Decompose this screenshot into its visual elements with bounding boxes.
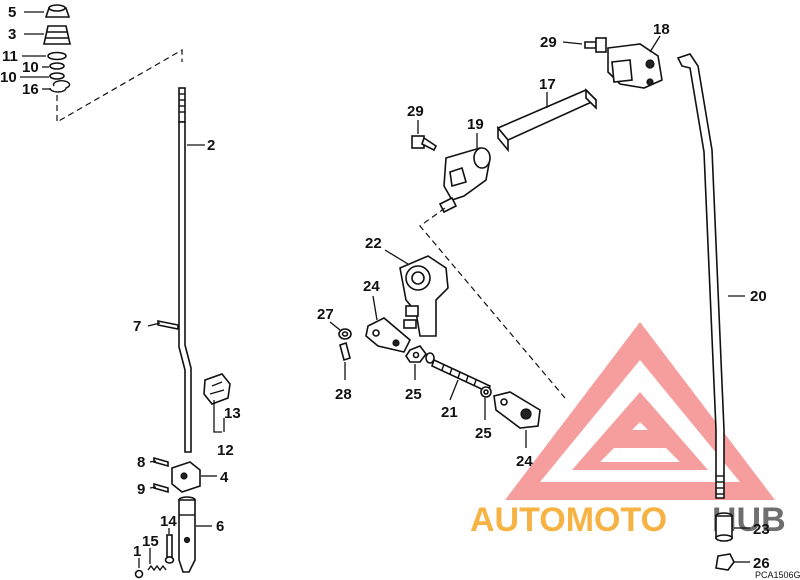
watermark-text-automoto: AUTOMOTO	[470, 501, 667, 539]
assembly-dash-upper-left	[56, 48, 183, 124]
part-10-ring-upper	[49, 62, 65, 70]
label-part-13: 13	[224, 405, 241, 422]
label-part-17: 17	[539, 76, 556, 93]
label-part-28: 28	[335, 386, 352, 403]
part-15-spring	[147, 564, 167, 572]
part-3-boot	[43, 25, 71, 45]
label-part-16: 16	[22, 81, 39, 98]
part-7-pin	[157, 320, 179, 330]
label-part-6: 6	[216, 518, 224, 535]
label-part-25-left: 25	[405, 386, 422, 403]
label-part-15: 15	[142, 533, 159, 550]
part-12-bracket-line	[213, 400, 225, 433]
label-part-24-upper: 24	[363, 278, 380, 295]
drawing-code: PCA1506G	[755, 570, 800, 580]
part-18-bracket	[607, 43, 663, 89]
label-part-8: 8	[137, 454, 145, 471]
label-part-29-lower: 29	[407, 103, 424, 120]
label-part-14: 14	[160, 513, 177, 530]
part-25-nut-right	[480, 386, 492, 398]
part-5-cap	[44, 4, 71, 18]
part-21-threaded-rod	[431, 358, 491, 394]
part-17-shaft	[496, 88, 598, 153]
part-4-block	[171, 461, 201, 493]
label-part-5: 5	[8, 4, 16, 21]
label-part-19: 19	[467, 116, 484, 133]
label-part-4: 4	[220, 469, 229, 486]
part-13-connector	[203, 373, 231, 405]
part-24-link-upper	[365, 317, 411, 353]
part-6-lower-rod	[178, 496, 196, 573]
label-part-10b: 10	[0, 69, 17, 86]
part-27-washer	[338, 328, 352, 340]
part-26-nut	[715, 553, 735, 571]
label-part-10a: 10	[22, 59, 39, 76]
part-2-shift-rod	[178, 87, 192, 453]
label-part-27: 27	[317, 306, 334, 323]
label-part-25-right: 25	[475, 425, 492, 442]
part-23-coupling	[715, 512, 733, 542]
leader-lines	[20, 11, 750, 568]
label-part-1: 1	[133, 543, 141, 560]
label-part-3: 3	[8, 26, 16, 43]
label-part-24-lower: 24	[516, 453, 533, 470]
label-part-21: 21	[441, 404, 458, 421]
label-part-23: 23	[753, 521, 770, 538]
label-part-22: 22	[365, 235, 382, 252]
part-9-pin	[153, 482, 169, 494]
assembly-dash-center	[419, 207, 566, 399]
label-part-2: 2	[207, 137, 215, 154]
part-19-lever	[438, 147, 491, 214]
label-part-12: 12	[217, 442, 234, 459]
part-16-clip	[49, 79, 71, 93]
part-1-ball	[134, 569, 144, 579]
part-10-ring-lower	[49, 72, 65, 80]
label-part-7: 7	[133, 318, 141, 335]
part-labels: 5 3 11 10 10 16 2 7 13 12 8 4 9 6 14 15 …	[0, 4, 770, 572]
label-part-9: 9	[137, 481, 145, 498]
part-24-link-lower	[493, 391, 541, 429]
part-29-bolt-lower	[411, 135, 438, 152]
part-22-lever	[399, 255, 449, 337]
label-part-20: 20	[750, 288, 767, 305]
part-29-bolt-upper	[584, 37, 607, 53]
part-20-long-rod	[676, 53, 725, 499]
label-part-26: 26	[753, 555, 770, 572]
part-25-nut-left	[405, 345, 427, 363]
watermark-logo	[505, 322, 775, 500]
label-part-18: 18	[653, 21, 670, 38]
part-14-pin	[164, 534, 175, 564]
label-part-29-upper: 29	[540, 34, 557, 51]
part-11-washer	[47, 51, 67, 61]
part-25-washer-left	[425, 352, 435, 364]
part-28-pin	[339, 341, 351, 362]
label-part-11: 11	[2, 48, 18, 65]
part-8-pin	[153, 456, 169, 468]
